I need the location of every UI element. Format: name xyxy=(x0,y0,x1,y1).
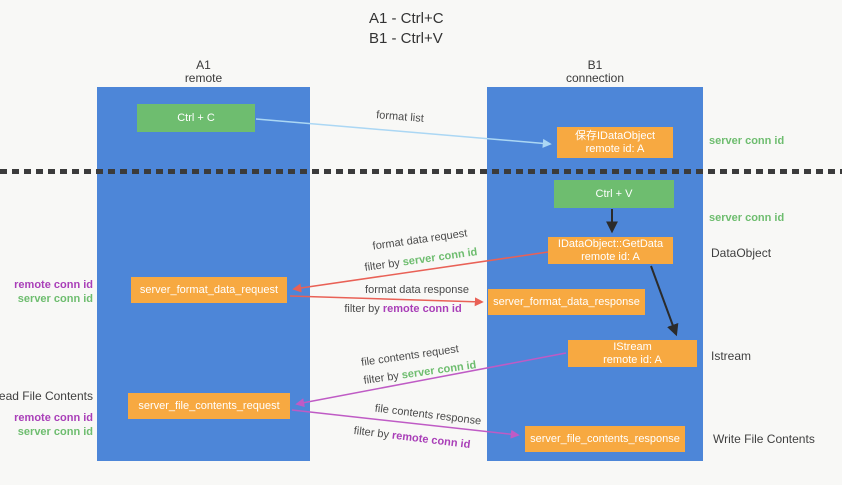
right-column-header: B1 connection xyxy=(487,59,703,85)
getdata-line1: IDataObject::GetData xyxy=(557,237,664,250)
file-contents-response-label: file contents response xyxy=(374,402,482,428)
format-list-label: format list xyxy=(375,109,425,125)
left-column-header: A1 remote xyxy=(97,59,310,85)
ctrl-v-label: Ctrl + V xyxy=(595,187,633,200)
server-conn-id-text: server conn id xyxy=(400,359,478,382)
istream-line2: remote id: A xyxy=(603,353,662,366)
left-column-subtitle: remote xyxy=(184,71,223,85)
right-column-name: B1 xyxy=(587,58,603,72)
left-server-conn-id-label-2: server conn id xyxy=(17,426,93,438)
remote-conn-id-text: remote conn id xyxy=(382,303,462,315)
save-dataobject-line1: 保存IDataObject xyxy=(574,129,656,142)
title-line-1: A1 - Ctrl+C xyxy=(369,10,444,27)
write-file-contents-label: Write File Contents xyxy=(713,432,815,446)
format-response-label: server_format_data_response xyxy=(493,295,640,308)
read-file-contents-label: Read File Contents xyxy=(0,389,93,403)
format-data-response-arrow xyxy=(289,295,484,307)
istream-box: IStream remote id: A xyxy=(568,340,697,367)
ctrl-c-box: Ctrl + C xyxy=(137,104,255,132)
filter-by-text: filter by xyxy=(363,256,404,274)
filter-by-text: filter by xyxy=(362,369,403,387)
server-file-contents-request-box: server_file_contents_request xyxy=(128,393,290,419)
format-request-label: server_format_data_request xyxy=(139,283,279,296)
right-server-conn-id-label-1: server conn id xyxy=(709,135,785,147)
save-dataobject-box: 保存IDataObject remote id: A xyxy=(557,127,673,158)
left-remote-conn-id-label-1: remote conn id xyxy=(14,279,93,291)
filter-by-text: filter by xyxy=(344,303,383,315)
remote-conn-id-text: remote conn id xyxy=(391,429,471,452)
server-file-contents-response-box: server_file_contents_response xyxy=(525,426,685,452)
title-line-2: B1 - Ctrl+V xyxy=(369,30,443,47)
format-data-response-label: format data response xyxy=(365,284,469,296)
file-response-label: server_file_contents_response xyxy=(530,432,680,445)
filter-by-remote-conn-id-label-1: filter by remote conn id xyxy=(344,303,461,315)
file-request-label: server_file_contents_request xyxy=(138,399,280,412)
getdata-line2: remote id: A xyxy=(581,250,640,263)
filter-by-text: filter by xyxy=(353,424,393,442)
left-column-name: A1 xyxy=(196,58,211,72)
ctrl-c-label: Ctrl + C xyxy=(177,111,215,124)
diagram-title: A1 - Ctrl+C B1 - Ctrl+V xyxy=(369,9,444,49)
left-server-conn-id-label-1: server conn id xyxy=(17,293,93,305)
server-format-data-request-box: server_format_data_request xyxy=(131,277,287,303)
left-remote-conn-id-label-2: remote conn id xyxy=(14,412,93,424)
copy-paste-separator-line xyxy=(0,169,842,174)
dataobject-label: DataObject xyxy=(711,246,772,260)
idataobject-getdata-box: IDataObject::GetData remote id: A xyxy=(548,237,673,264)
save-dataobject-line2: remote id: A xyxy=(585,142,645,155)
filter-by-remote-conn-id-label-2: filter by remote conn id xyxy=(353,425,471,451)
server-conn-id-text: server conn id xyxy=(401,246,479,269)
istream-line1: IStream xyxy=(613,340,652,353)
ctrl-v-box: Ctrl + V xyxy=(554,180,674,208)
istream-label: Istream xyxy=(711,349,752,363)
server-format-data-response-box: server_format_data_response xyxy=(488,289,645,315)
right-server-conn-id-label-2: server conn id xyxy=(709,212,785,224)
right-column-subtitle: connection xyxy=(565,71,625,85)
